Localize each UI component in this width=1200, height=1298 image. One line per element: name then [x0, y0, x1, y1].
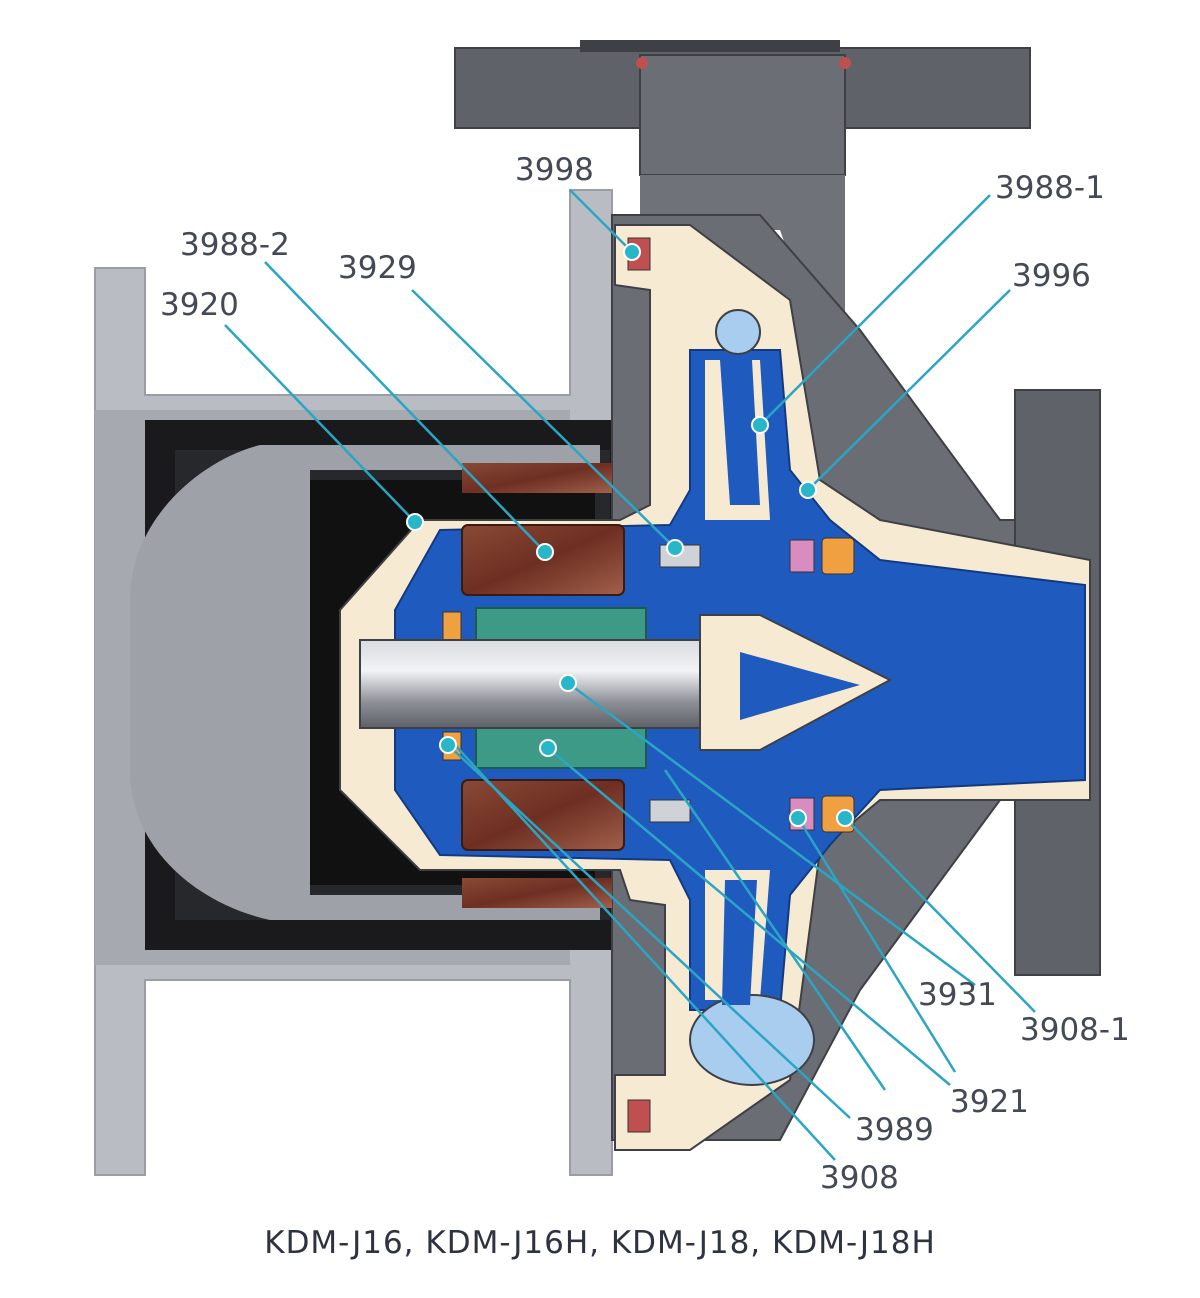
dot-3920: [406, 513, 424, 531]
label-3996: 3996: [1012, 258, 1091, 294]
leader-3929: [411, 289, 676, 549]
dot-3908-1: [836, 809, 854, 827]
label-3988-2: 3988-2: [180, 227, 290, 263]
leader-3989: [447, 744, 851, 1119]
callout-dots: [406, 243, 854, 827]
label-3998: 3998: [515, 152, 594, 188]
dot-3996: [799, 481, 817, 499]
label-3929: 3929: [338, 250, 417, 286]
leader-3908b: [663, 769, 887, 1091]
leader-3931b: [796, 817, 957, 1073]
dot-3988-1: [751, 416, 769, 434]
label-3931: 3931: [918, 977, 997, 1013]
leader-3998: [569, 189, 633, 253]
dot-shaft: [559, 674, 577, 692]
leader-3988-1: [759, 194, 991, 426]
label-3989: 3989: [855, 1112, 934, 1148]
leader-3921: [547, 747, 951, 1086]
shaft: [359, 614, 893, 751]
model-caption: KDM-J16, KDM-J16H, KDM-J18, KDM-J18H: [264, 1225, 936, 1261]
leader-3996: [807, 289, 1011, 491]
dot-3931: [789, 809, 807, 827]
leader-3988-2: [264, 261, 546, 553]
label-3908-1: 3908-1: [1020, 1012, 1130, 1048]
label-3921: 3921: [950, 1084, 1029, 1120]
label-3988-1: 3988-1: [995, 170, 1105, 206]
dot-3988-2: [536, 543, 554, 561]
dot-3908: [439, 736, 457, 754]
dot-3998: [623, 243, 641, 261]
dot-3921: [539, 739, 557, 757]
leader-3920: [224, 324, 416, 523]
leader-3908-1: [844, 817, 1036, 1013]
leader-lines: [224, 189, 1036, 1161]
leader-3931: [567, 681, 976, 987]
label-3920: 3920: [160, 287, 239, 323]
leader-3908: [454, 744, 836, 1161]
callout-labels: 3998 3988-1 3988-2 3929 3996 3920 3931 3…: [160, 152, 1130, 1196]
dot-3929: [666, 539, 684, 557]
label-3908: 3908: [820, 1160, 899, 1196]
